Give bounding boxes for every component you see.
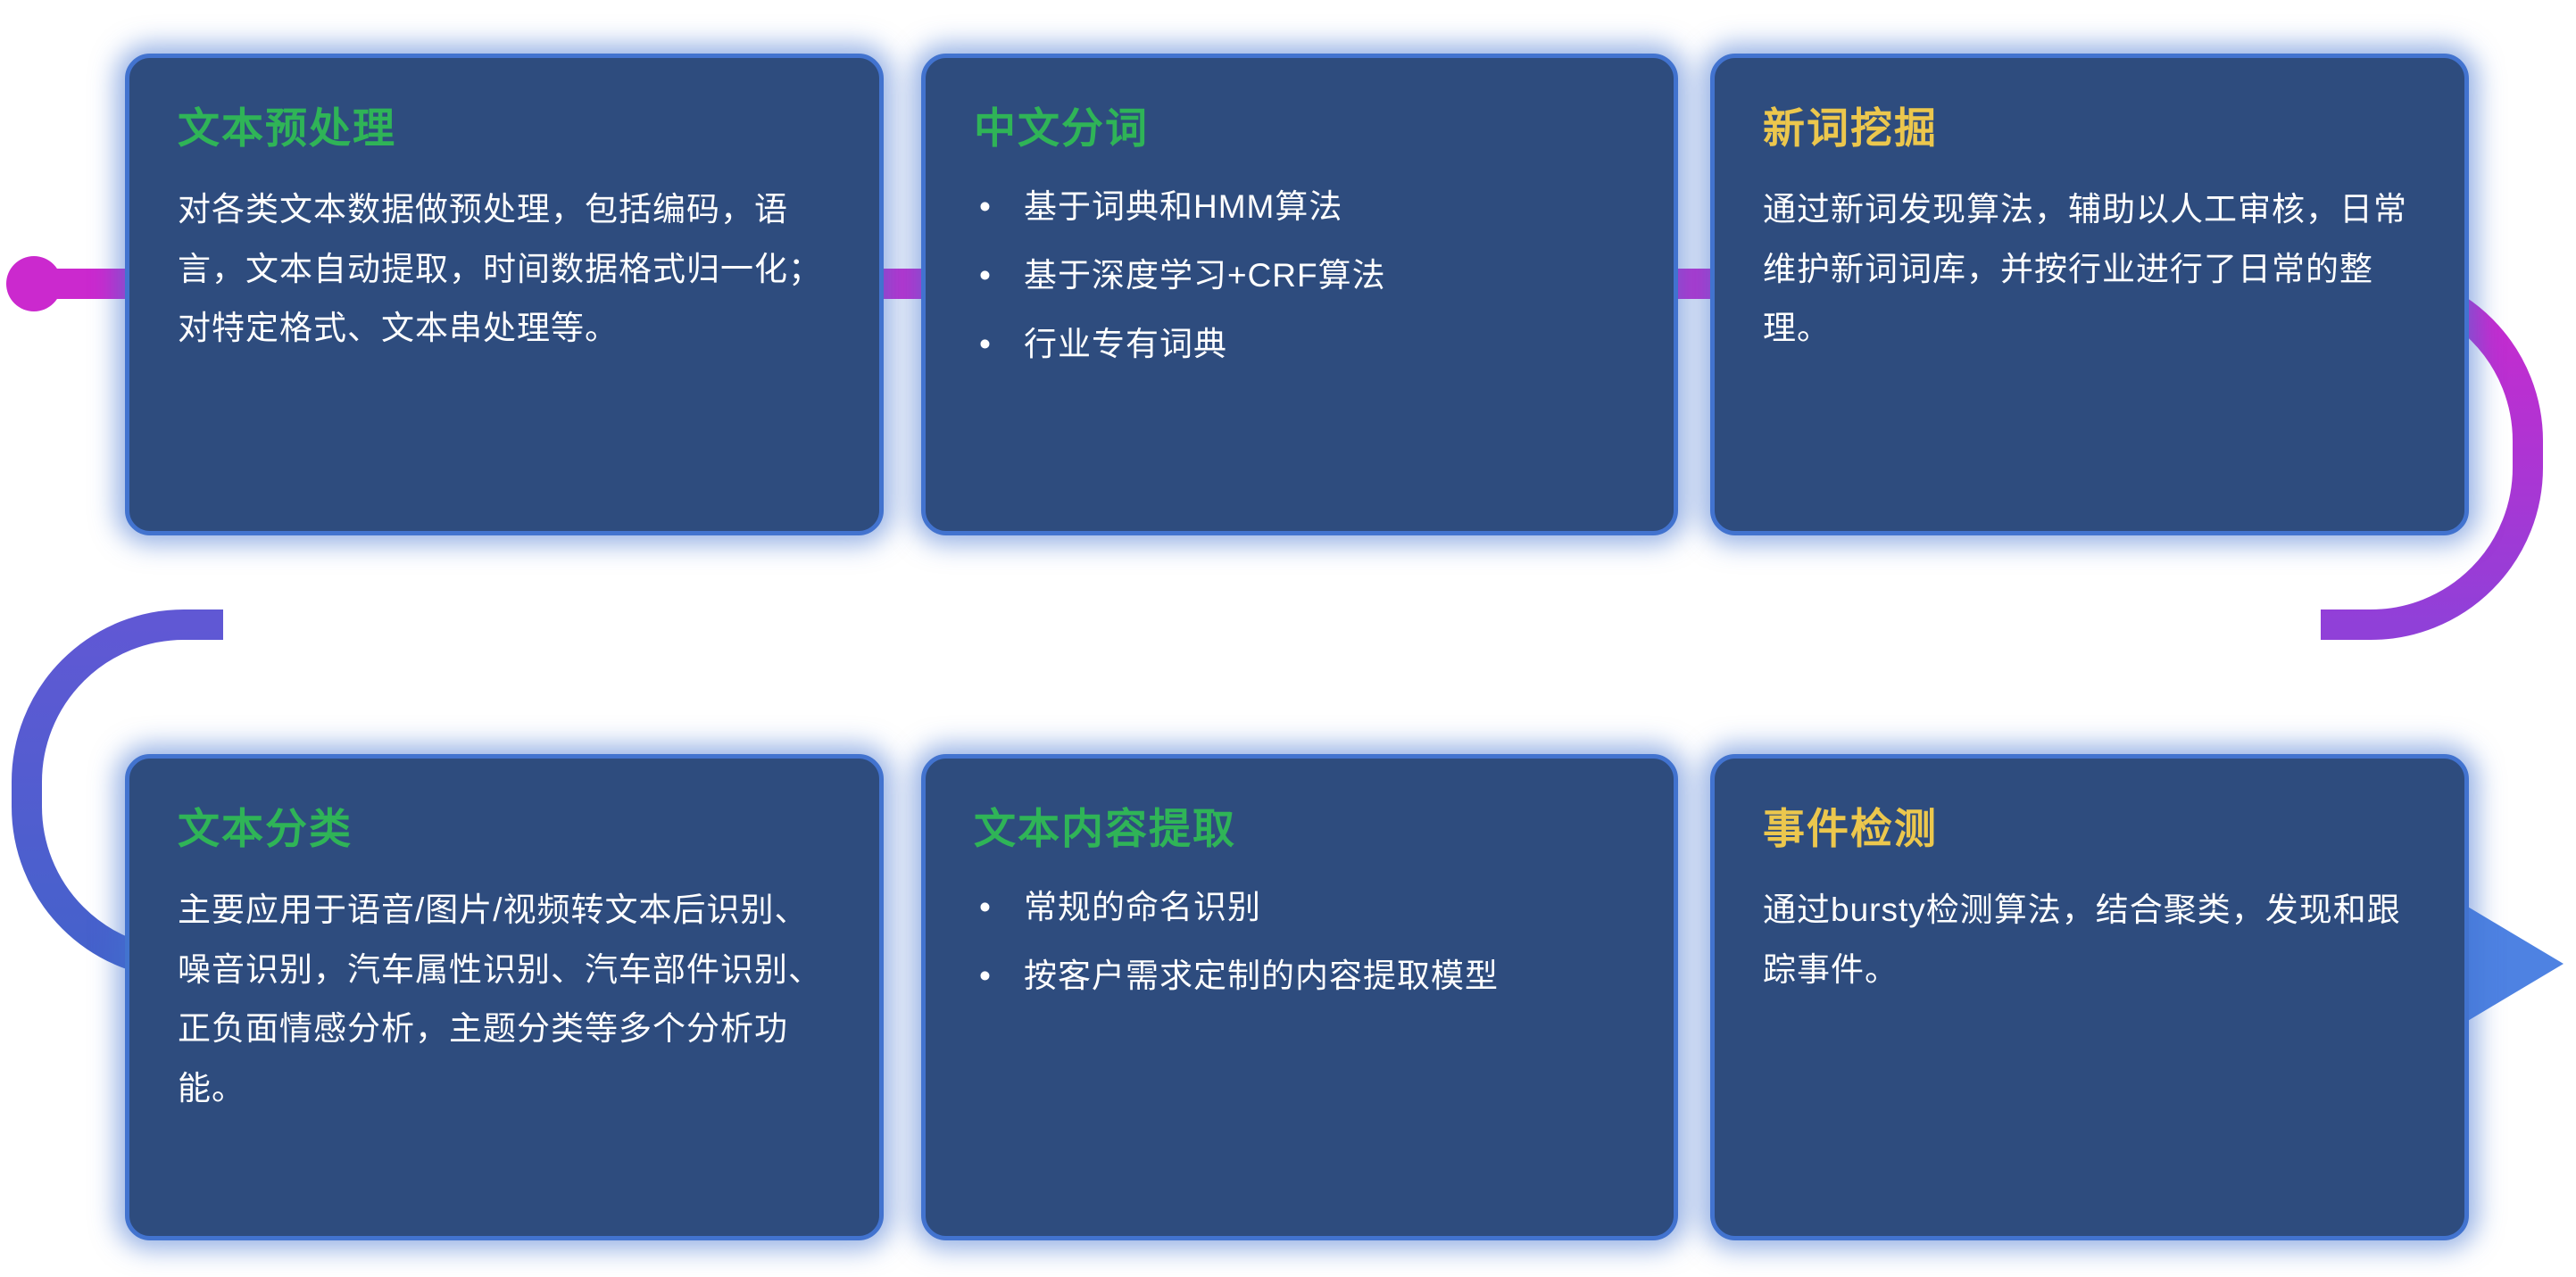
card-chinese-word-segmentation: 中文分词 基于词典和HMM算法 基于深度学习+CRF算法 行业专有词典: [921, 54, 1678, 535]
card-title: 文本内容提取: [974, 805, 1236, 852]
bullet-text: 基于词典和HMM算法: [1023, 188, 1343, 225]
card-title: 文本预处理: [178, 104, 396, 152]
card-new-word-mining: 新词挖掘 通过新词发现算法，辅助以人工审核，日常维护新词词库，并按行业进行了日常…: [1710, 54, 2469, 535]
card-body: 通过bursty检测算法，结合聚类，发现和跟踪事件。: [1763, 891, 2401, 988]
card-body: 对各类文本数据做预处理，包括编码，语言，文本自动提取，时间数据格式归一化；对特定…: [178, 191, 822, 347]
flow-arrow-icon: [2462, 903, 2564, 1024]
bullet-item: 按客户需求定制的内容提取模型: [974, 949, 1625, 1002]
bullet-text: 常规的命名识别: [1023, 889, 1261, 925]
card-title: 事件检测: [1763, 805, 1938, 852]
bullet-list: 基于词典和HMM算法 基于深度学习+CRF算法 行业专有词典: [974, 180, 1625, 371]
card-body: 通过新词发现算法，辅助以人工审核，日常维护新词词库，并按行业进行了日常的整理。: [1763, 191, 2407, 347]
bullet-text: 基于深度学习+CRF算法: [1023, 257, 1386, 294]
card-text-classification: 文本分类 主要应用于语音/图片/视频转文本后识别、噪音识别，汽车属性识别、汽车部…: [125, 754, 884, 1240]
bullet-text: 按客户需求定制的内容提取模型: [1023, 958, 1499, 995]
card-text-content-extraction: 文本内容提取 常规的命名识别 按客户需求定制的内容提取模型: [921, 754, 1678, 1240]
card-event-detection: 事件检测 通过bursty检测算法，结合聚类，发现和跟踪事件。: [1710, 754, 2469, 1240]
bullet-item: 基于词典和HMM算法: [974, 180, 1625, 233]
card-title: 新词挖掘: [1763, 104, 1938, 152]
bullet-item: 常规的命名识别: [974, 881, 1625, 933]
card-body: 主要应用于语音/图片/视频转文本后识别、噪音识别，汽车属性识别、汽车部件识别、正…: [178, 891, 822, 1107]
card-title: 文本分类: [178, 805, 353, 852]
bullet-list: 常规的命名识别 按客户需求定制的内容提取模型: [974, 881, 1625, 1002]
card-title: 中文分词: [974, 104, 1149, 152]
flow-curve-left: [11, 609, 223, 979]
bullet-item: 行业专有词典: [974, 318, 1625, 370]
bullet-item: 基于深度学习+CRF算法: [974, 249, 1625, 302]
bullet-text: 行业专有词典: [1023, 326, 1227, 363]
card-text-preprocessing: 文本预处理 对各类文本数据做预处理，包括编码，语言，文本自动提取，时间数据格式归…: [125, 54, 884, 535]
